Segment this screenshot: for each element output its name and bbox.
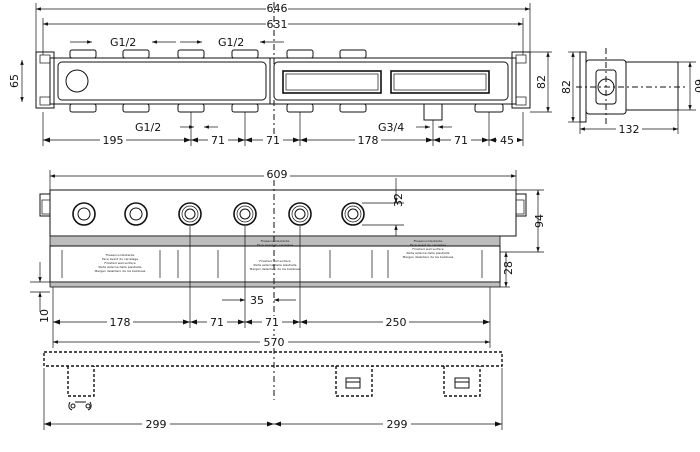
dim-45-label: 45 [500, 134, 514, 147]
svg-text:Margen delantero de los baldos: Margen delantero de los baldosas [250, 267, 301, 271]
bottom-connectors [69, 103, 504, 121]
top-view: 646 631 G1/2 G1/2 [8, 2, 552, 147]
svg-text:Face avant du carrelage: Face avant du carrelage [257, 243, 293, 247]
dim-10-label: 10 [38, 309, 51, 323]
dim-299b-label: 299 [387, 418, 408, 431]
diverter-circle [65, 69, 89, 93]
thread-g34: G3/4 [378, 121, 404, 134]
svg-text:Parte esterna della piastrella: Parte esterna della piastrella [406, 251, 449, 255]
dim-250-label: 250 [386, 316, 407, 329]
svg-text:Margen delantero de los baldos: Margen delantero de los baldosas [403, 255, 454, 259]
valve-body-top [49, 57, 517, 105]
dim-82-front-label: 82 [535, 75, 548, 89]
dim-609-label: 609 [267, 168, 288, 181]
svg-text:Parte esterna della piastrella: Parte esterna della piastrella [253, 263, 296, 267]
valve-body-front [49, 189, 517, 237]
dim-side-132-label: 132 [619, 123, 640, 136]
dim-35-label: 35 [250, 294, 264, 307]
dim-65-label: 65 [8, 74, 21, 88]
dim-299a-label: 299 [146, 418, 167, 431]
thread-g12-top-right: G1/2 [218, 36, 244, 49]
svg-text:Margen delantero de los baldos: Margen delantero de los baldosas [95, 269, 146, 273]
bottom-view: 299 299 [43, 351, 503, 431]
thread-g12-bottom: G1/2 [135, 121, 161, 134]
svg-text:Face avant du carrelage: Face avant du carrelage [102, 257, 138, 261]
dim-side-82-label: 82 [560, 80, 573, 94]
dim-71c-label: 71 [454, 134, 468, 147]
top-connectors [69, 49, 367, 59]
dim-28-label: 28 [502, 261, 515, 275]
svg-text:Finished wall surface: Finished wall surface [104, 261, 135, 265]
svg-text:Parte esterna della piastrella: Parte esterna della piastrella [98, 265, 141, 269]
dim-195-label: 195 [103, 134, 124, 147]
dim-71a-label: 71 [211, 134, 225, 147]
front-ports [72, 202, 365, 226]
svg-text:Fliesenvorderkante: Fliesenvorderkante [261, 239, 290, 243]
side-view: 82 60 132 [560, 48, 700, 136]
dim-178-top-label: 178 [358, 134, 379, 147]
wall-surface-labels: Fliesenvorderkante Face avant du carrela… [95, 239, 454, 273]
svg-text:Finished wall surface: Finished wall surface [412, 247, 443, 251]
dim-71e-label: 71 [265, 316, 279, 329]
front-view: 609 32 94 Fliesenv [30, 168, 546, 400]
dim-94-label: 94 [533, 214, 546, 228]
svg-text:Finished wall surface: Finished wall surface [259, 259, 290, 263]
dim-32-label: 32 [392, 193, 405, 207]
dashed-rail [43, 351, 503, 367]
svg-text:Fliesenvorderkante: Fliesenvorderkante [414, 239, 443, 243]
dim-side-60-label: 60 [692, 79, 700, 93]
dim-631-label: 631 [267, 18, 288, 31]
dim-71b-label: 71 [266, 134, 280, 147]
dim-71d-label: 71 [210, 316, 224, 329]
dim-646-label: 646 [267, 2, 288, 15]
svg-text:Fliesenvorderkante: Fliesenvorderkante [106, 253, 135, 257]
dim-178-mid-label: 178 [110, 316, 131, 329]
thread-g12-top-left: G1/2 [110, 36, 136, 49]
dim-570-label: 570 [264, 336, 285, 349]
svg-text:Face avant du carrelage: Face avant du carrelage [410, 243, 446, 247]
